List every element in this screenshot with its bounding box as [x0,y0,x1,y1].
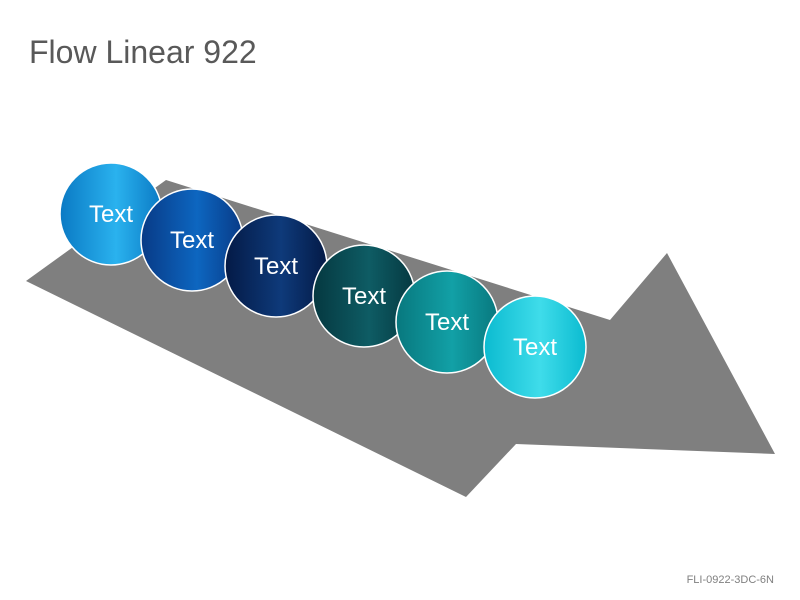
step-node-2: Text [140,188,244,292]
step-label: Text [342,283,386,310]
step-node-3: Text [224,214,328,318]
step-label: Text [89,201,133,228]
step-label: Text [254,253,298,280]
step-label: Text [513,334,557,361]
step-label: Text [170,227,214,254]
step-node-4: Text [312,244,416,348]
step-node-5: Text [395,270,499,374]
step-node-6: Text [483,295,587,399]
slide-code: FLI-0922-3DC-6N [686,574,774,586]
step-circle [483,295,587,399]
slide-title: Flow Linear 922 [29,34,257,70]
step-label: Text [425,309,469,336]
